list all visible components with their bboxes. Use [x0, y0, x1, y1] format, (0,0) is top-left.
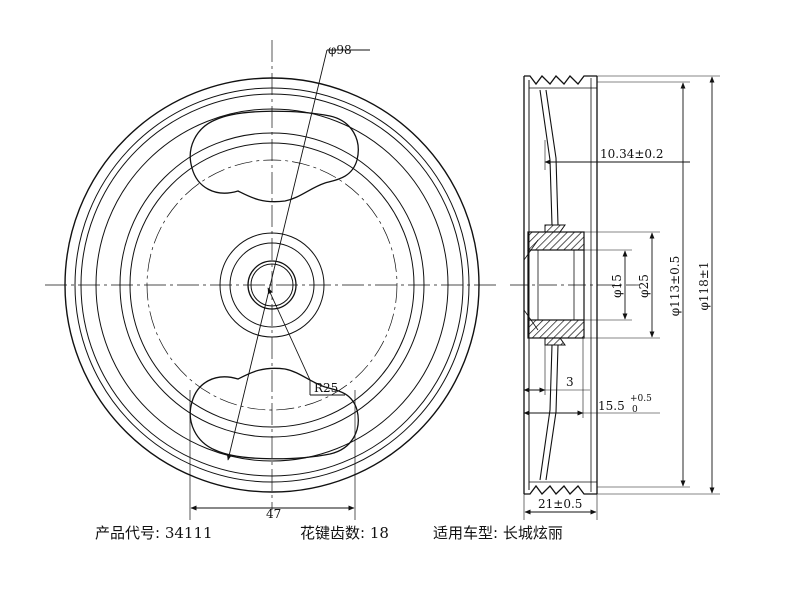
top-rim-profile: [524, 75, 597, 86]
window-bottom: [189, 367, 359, 460]
dim-groove-diameter: φ113±0.5: [668, 256, 682, 316]
vehicle-label: 适用车型:: [433, 524, 499, 542]
caption-spline-count: 花键齿数: 18: [300, 522, 389, 543]
hub-section-lower: [527, 319, 585, 339]
caption-product-code: 产品代号: 34111: [95, 522, 213, 543]
bore-inner-circle: [250, 263, 294, 307]
hub-ring-circle: [229, 242, 315, 328]
outer-rim-circle: [64, 77, 480, 493]
hub-section-upper: [527, 231, 585, 251]
rim-circle-2: [74, 87, 470, 483]
product-code-label: 产品代号:: [95, 524, 161, 542]
rim-circle-3: [80, 93, 464, 477]
rim-circle-4: [95, 108, 449, 462]
dim-overall-width: 21±0.5: [538, 497, 582, 511]
dim-hub-diameter: φ25: [637, 274, 651, 298]
dim-bore-diameter: φ15: [610, 274, 624, 298]
side-view: [510, 75, 720, 520]
spline-count-label: 花键齿数:: [300, 524, 366, 542]
bottom-rim-profile: [524, 484, 597, 495]
dim-window-spacing: 47: [266, 507, 281, 521]
bore-circle: [247, 260, 297, 310]
dim-hub-tol-lower: 0: [632, 405, 638, 415]
caption-vehicle: 适用车型: 长城炫丽: [433, 522, 563, 543]
dim-groove-depth: 10.34±0.2: [600, 147, 664, 161]
window-top: [189, 110, 359, 203]
web-circle-1: [119, 132, 425, 438]
hub-outer-circle: [219, 232, 325, 338]
front-view: [45, 40, 500, 520]
dim-hub-offset: 3: [566, 375, 574, 389]
dim-window-radius: R25: [314, 381, 338, 395]
vehicle-value: 长城炫丽: [502, 524, 563, 542]
pitch-circle: [146, 159, 398, 411]
dim-hub-length: 15.5: [598, 399, 625, 413]
dim-hub-tol-upper: +0.5: [630, 394, 652, 404]
dim-outer-diameter: φ118±1: [697, 262, 711, 311]
spline-count-value: 18: [369, 524, 389, 542]
dim-outer-hole-diameter: φ98: [328, 43, 352, 57]
web-circle-2: [129, 142, 415, 428]
product-code-value: 34111: [164, 524, 213, 542]
